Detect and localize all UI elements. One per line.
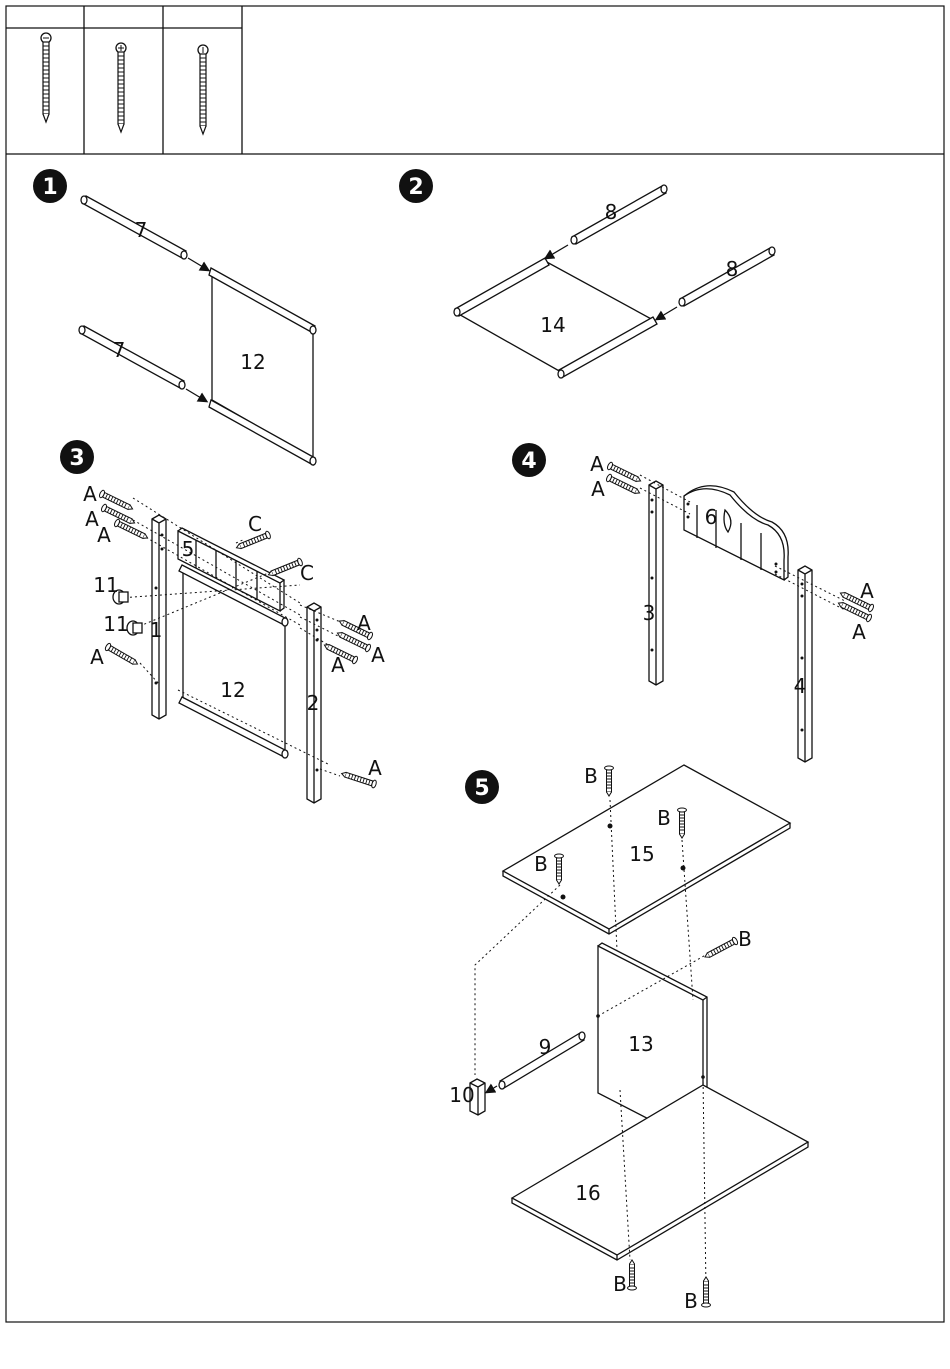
label-c-2: C — [300, 561, 314, 585]
label-panel-12: 12 — [220, 678, 245, 702]
hardware-table — [6, 6, 944, 154]
label-rod-7-lower: 7 — [113, 338, 126, 362]
step-2: 2 8 8 14 — [399, 169, 775, 378]
step-3-number: 3 — [69, 446, 84, 471]
label-b-1: B — [584, 764, 598, 788]
label-panel-14: 14 — [540, 313, 565, 337]
screw-b-4 — [703, 937, 739, 961]
knob-11-lower — [127, 621, 142, 635]
step-4-number: 4 — [521, 449, 536, 474]
label-a-10: A — [591, 477, 605, 501]
label-a-9: A — [590, 452, 604, 476]
screw-b-5 — [628, 1260, 637, 1290]
label-b-5: B — [613, 1272, 627, 1296]
step-2-number: 2 — [408, 175, 423, 200]
screw-a-4 — [104, 643, 139, 668]
arrow-rod-lower — [186, 389, 206, 401]
label-rod-8-upper: 8 — [605, 200, 618, 224]
label-a-5: A — [357, 611, 371, 635]
step-1: 1 7 7 12 — [33, 169, 316, 465]
rod-7-lower — [79, 326, 185, 389]
label-a-3: A — [97, 523, 111, 547]
arrow-rod-upper — [188, 258, 208, 270]
label-rod-9: 9 — [539, 1035, 552, 1059]
step-4: 4 A A A A 3 4 6 — [512, 443, 875, 762]
rod-8-upper — [571, 185, 667, 244]
headboard-6 — [684, 486, 788, 580]
label-b-4: B — [738, 927, 752, 951]
label-a-12: A — [852, 620, 866, 644]
label-a-7: A — [331, 653, 345, 677]
label-knob-11-lower: 11 — [103, 612, 128, 636]
label-post-4: 4 — [794, 674, 807, 698]
label-knob-11-upper: 11 — [93, 573, 118, 597]
screw-short-icon — [198, 45, 208, 134]
label-post-2: 2 — [307, 691, 320, 715]
label-c-1: C — [248, 512, 262, 536]
label-rod-7-upper: 7 — [135, 218, 148, 242]
label-a-1: A — [83, 482, 97, 506]
label-post-3: 3 — [643, 601, 656, 625]
screw-cross-head-icon — [116, 43, 126, 132]
label-b-2: B — [657, 806, 671, 830]
screw-c-2 — [267, 558, 303, 579]
label-rod-8-lower: 8 — [726, 257, 739, 281]
label-post-1: 1 — [150, 618, 163, 642]
label-foot-10: 10 — [449, 1083, 474, 1107]
screw-b-6 — [702, 1277, 711, 1307]
label-shelf-15: 15 — [629, 842, 654, 866]
shelf-16 — [512, 1085, 808, 1260]
post-1 — [152, 515, 166, 719]
arrow-rod-8-lower — [657, 307, 677, 319]
label-rail-5: 5 — [182, 537, 195, 561]
screw-b-1 — [605, 766, 614, 796]
label-panel-12: 12 — [240, 350, 265, 374]
label-b-6: B — [684, 1289, 698, 1313]
label-headboard-6: 6 — [705, 505, 718, 529]
label-shelf-16: 16 — [575, 1181, 600, 1205]
arrow-rod-9 — [487, 1086, 497, 1092]
screw-flat-head-icon — [41, 33, 51, 122]
step-5-number: 5 — [474, 776, 489, 801]
label-a-8: A — [368, 756, 382, 780]
label-b-3: B — [534, 852, 548, 876]
post-4 — [798, 566, 812, 762]
label-divider-13: 13 — [628, 1032, 653, 1056]
step-1-number: 1 — [42, 175, 57, 200]
step-3: 3 — [60, 440, 385, 803]
label-a-11: A — [860, 579, 874, 603]
step-5: 5 — [449, 764, 808, 1313]
post-3 — [649, 481, 663, 685]
label-a-4: A — [90, 645, 104, 669]
arrow-rod-8-upper — [546, 245, 568, 258]
label-a-6: A — [371, 643, 385, 667]
